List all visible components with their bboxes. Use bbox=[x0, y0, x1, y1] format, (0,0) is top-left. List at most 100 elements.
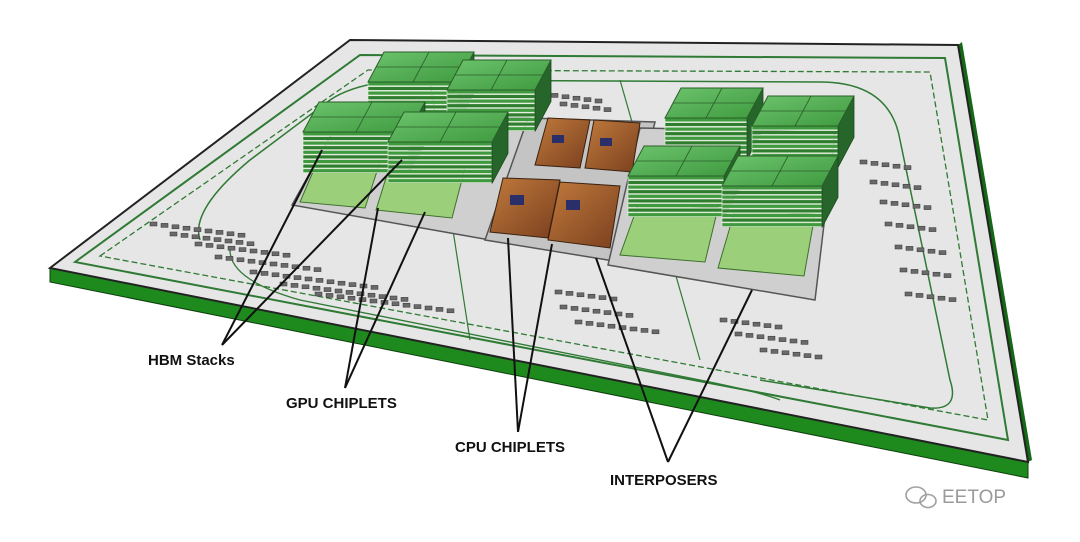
smd-part bbox=[389, 295, 398, 301]
smd-part bbox=[881, 162, 890, 168]
smd-part bbox=[923, 205, 932, 210]
smd-part bbox=[921, 270, 930, 276]
smd-part bbox=[928, 227, 937, 232]
smd-part bbox=[282, 252, 291, 258]
watermark: EETOP bbox=[905, 486, 1006, 509]
smd-part bbox=[937, 295, 946, 301]
smd-part bbox=[774, 324, 783, 330]
smd-part bbox=[594, 98, 603, 104]
smd-part bbox=[323, 287, 332, 292]
smd-part bbox=[756, 334, 765, 340]
smd-part bbox=[235, 240, 244, 245]
smd-part bbox=[215, 230, 224, 235]
smd-part bbox=[904, 291, 913, 297]
smd-part bbox=[337, 280, 346, 286]
smd-part bbox=[895, 223, 904, 228]
cpu-core-block bbox=[552, 135, 564, 143]
smd-part bbox=[892, 163, 901, 169]
smd-part bbox=[891, 182, 900, 188]
smd-part bbox=[730, 319, 739, 324]
smd-part bbox=[603, 310, 612, 315]
smd-part bbox=[572, 95, 581, 101]
smd-part bbox=[719, 317, 728, 323]
smd-part bbox=[917, 225, 926, 231]
smd-part bbox=[238, 247, 247, 252]
smd-part bbox=[734, 331, 743, 337]
smd-components bbox=[149, 91, 957, 360]
smd-part bbox=[369, 298, 378, 304]
smd-part bbox=[565, 291, 574, 296]
smd-part bbox=[587, 293, 596, 299]
routing-trace-2 bbox=[229, 249, 781, 401]
smd-part bbox=[271, 272, 280, 278]
smd-part bbox=[559, 304, 568, 310]
smd-part bbox=[603, 107, 612, 112]
smd-part bbox=[640, 328, 649, 333]
cpu-core-block bbox=[566, 200, 580, 210]
smd-part bbox=[400, 297, 409, 302]
smd-part bbox=[607, 323, 616, 329]
smd-part bbox=[180, 233, 189, 238]
smd-part bbox=[304, 276, 313, 282]
smd-part bbox=[792, 351, 801, 357]
smd-part bbox=[598, 295, 607, 300]
smd-part bbox=[249, 269, 258, 275]
smd-part bbox=[576, 292, 585, 298]
label-hbm-stacks: HBM Stacks bbox=[148, 352, 235, 369]
smd-part bbox=[204, 228, 213, 234]
smd-part bbox=[583, 97, 592, 102]
smd-part bbox=[345, 290, 354, 295]
smd-part bbox=[347, 295, 356, 301]
smd-part bbox=[246, 241, 255, 247]
smd-part bbox=[205, 243, 214, 248]
smd-part bbox=[413, 304, 422, 309]
smd-part bbox=[781, 350, 790, 356]
smd-part bbox=[916, 247, 925, 253]
cpu-chiplet bbox=[489, 177, 561, 239]
smd-part bbox=[880, 181, 889, 186]
smd-part bbox=[260, 271, 269, 276]
smd-part bbox=[592, 105, 601, 111]
smd-part bbox=[559, 101, 568, 107]
smd-part bbox=[216, 244, 225, 250]
smd-part bbox=[313, 267, 322, 272]
smd-part bbox=[334, 288, 343, 294]
smd-part bbox=[574, 319, 583, 325]
smd-part bbox=[271, 251, 280, 257]
smd-part bbox=[446, 308, 455, 314]
smd-part bbox=[800, 340, 809, 345]
smd-part bbox=[301, 284, 310, 290]
hbm-stack bbox=[446, 59, 552, 132]
smd-part bbox=[370, 285, 379, 290]
smd-part bbox=[149, 221, 158, 227]
cpu-core-block bbox=[510, 195, 524, 205]
smd-part bbox=[899, 267, 908, 273]
smd-part bbox=[214, 254, 223, 260]
smd-part bbox=[651, 329, 660, 335]
smd-part bbox=[884, 221, 893, 227]
smd-part bbox=[293, 275, 302, 280]
smd-part bbox=[367, 292, 376, 298]
smd-part bbox=[770, 349, 779, 354]
smd-part bbox=[932, 271, 941, 277]
smd-part bbox=[581, 104, 590, 110]
smd-part bbox=[550, 93, 559, 98]
cpu-core-block bbox=[600, 138, 612, 146]
hbm-stack bbox=[721, 155, 839, 228]
smd-part bbox=[225, 256, 234, 261]
smd-part bbox=[926, 294, 935, 300]
smd-part bbox=[348, 282, 357, 287]
smd-part bbox=[236, 257, 245, 263]
smd-part bbox=[260, 250, 269, 255]
smd-part bbox=[171, 224, 180, 230]
smd-part bbox=[402, 302, 411, 308]
smd-part bbox=[912, 203, 921, 209]
smd-part bbox=[554, 289, 563, 295]
smd-part bbox=[570, 306, 579, 311]
smd-part bbox=[213, 237, 222, 242]
smd-part bbox=[869, 179, 878, 185]
substrate-outline-inner bbox=[72, 53, 1010, 442]
smd-part bbox=[915, 293, 924, 298]
